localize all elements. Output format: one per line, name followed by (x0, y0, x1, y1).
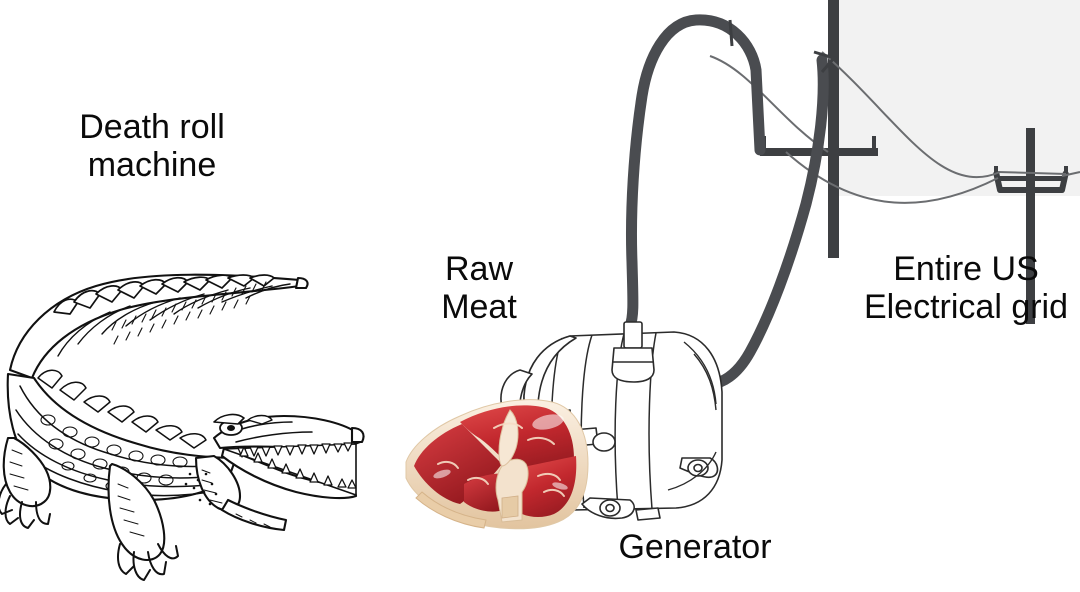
generator-terminal-post (611, 321, 655, 383)
crocodile-illustration (0, 252, 372, 592)
label-death-roll-machine: Death roll machine (79, 108, 225, 184)
steak-marbling (437, 422, 565, 497)
croc-tail-scutes (53, 274, 275, 315)
utility-pole-right (993, 128, 1069, 324)
label-generator: Generator (618, 528, 772, 566)
generator-cables (624, 14, 829, 388)
steak-bone-cavity (501, 495, 519, 519)
croc-neck-speckle (184, 472, 218, 506)
croc-front-foot (117, 543, 179, 581)
label-entire-us-electrical-grid: Entire US Electrical grid (863, 250, 1069, 326)
steak-muscle-right (521, 456, 577, 517)
croc-rear-leg (2, 436, 52, 508)
cable-right (714, 54, 829, 388)
generator-mount-ears (581, 457, 719, 520)
generator-boss (592, 432, 616, 452)
steak-fat-bottom (415, 491, 487, 529)
power-grid-illustration (600, 0, 1080, 400)
raw-meat-illustration (398, 388, 604, 532)
croc-rear-foot (0, 483, 51, 529)
cable-left (624, 14, 766, 332)
grid-backdrop-panel (838, 0, 1080, 196)
cable-hooks (728, 19, 837, 73)
label-raw-meat: Raw Meat (441, 250, 517, 326)
croc-front-leg (107, 462, 166, 562)
croc-lower-teeth (239, 446, 357, 489)
steak-highlights (433, 414, 568, 490)
croc-upper-teeth (237, 442, 353, 458)
croc-chin (220, 498, 288, 532)
